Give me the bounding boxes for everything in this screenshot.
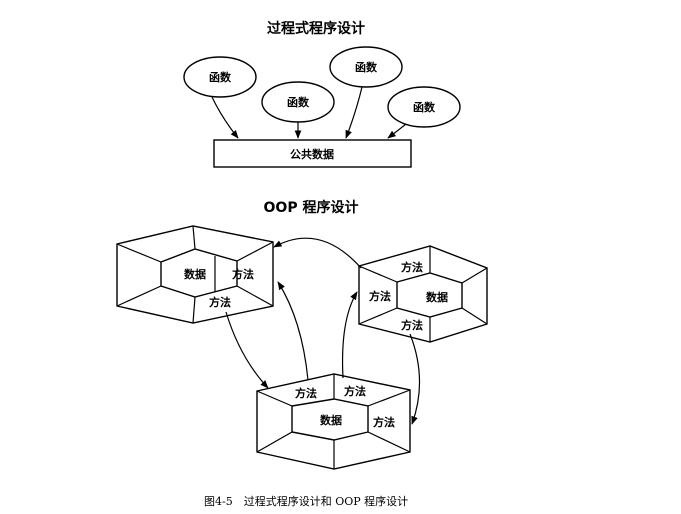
object-method-label: 方法: [344, 384, 366, 398]
object-method-label: 方法: [369, 289, 391, 303]
object-data-label: 数据: [320, 413, 342, 427]
shared-data-label: 公共数据: [290, 147, 334, 161]
message-arrow: [225, 311, 269, 389]
object-method-label: 方法: [401, 260, 423, 274]
message-arrow: [342, 291, 358, 379]
object-data-label: 数据: [426, 290, 448, 304]
function-to-data-arrow: [345, 86, 363, 139]
function-node-2: 函数: [261, 81, 335, 123]
object-method-label: 方法: [232, 267, 254, 281]
function-to-data-arrow: [387, 123, 407, 139]
object-method-label: 方法: [295, 386, 317, 400]
function-label: 函数: [287, 95, 310, 109]
object-method-label: 方法: [401, 318, 423, 332]
object-node-2: 数据 方法 方法 方法: [358, 245, 488, 343]
function-node-3: 函数: [329, 46, 403, 88]
message-arrow: [277, 281, 309, 381]
object-data-label: 数据: [184, 267, 206, 281]
message-arrow: [409, 333, 421, 425]
object-node-3: 数据 方法 方法 方法: [256, 373, 411, 470]
object-method-label: 方法: [209, 295, 231, 309]
figure-caption: 图4-5 过程式程序设计和 OOP 程序设计: [204, 494, 408, 508]
message-arrow: [273, 237, 362, 269]
function-label: 函数: [355, 60, 378, 74]
function-label: 函数: [413, 100, 436, 114]
procedural-title: 过程式程序设计: [267, 20, 365, 37]
object-method-label: 方法: [373, 415, 395, 429]
oop-title: OOP 程序设计: [264, 199, 359, 216]
function-node-4: 函数: [387, 86, 461, 128]
shared-data-node: 公共数据: [213, 139, 412, 168]
object-node-1: 数据 方法 方法: [116, 225, 274, 324]
function-node-1: 函数: [183, 56, 257, 98]
function-to-data-arrow: [211, 96, 239, 139]
function-label: 函数: [209, 70, 232, 84]
